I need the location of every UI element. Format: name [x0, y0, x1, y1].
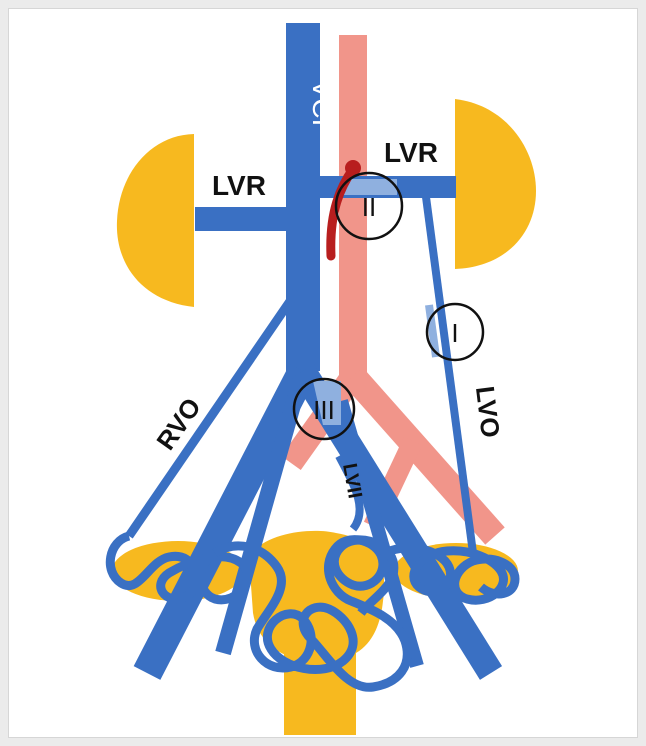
marker-label-I: I [451, 318, 458, 348]
lvo-label: LVO [470, 385, 506, 440]
vci-label: VCI [307, 80, 338, 127]
lvii-label: LVII [338, 462, 366, 500]
marker-label-III: III [313, 395, 335, 425]
venous-anatomy-diagram: II I III VCI LVR LVR RVO LVO LVII [9, 9, 639, 739]
lvr-label-left-kidney: LVR [384, 137, 438, 168]
marker-label-II: II [362, 192, 376, 222]
left-kidney [455, 99, 536, 269]
figure-frame: II I III VCI LVR LVR RVO LVO LVII [8, 8, 638, 738]
right-kidney [117, 134, 194, 307]
lvr-label-right-kidney: LVR [212, 170, 266, 201]
rvo-label: RVO [150, 392, 207, 455]
